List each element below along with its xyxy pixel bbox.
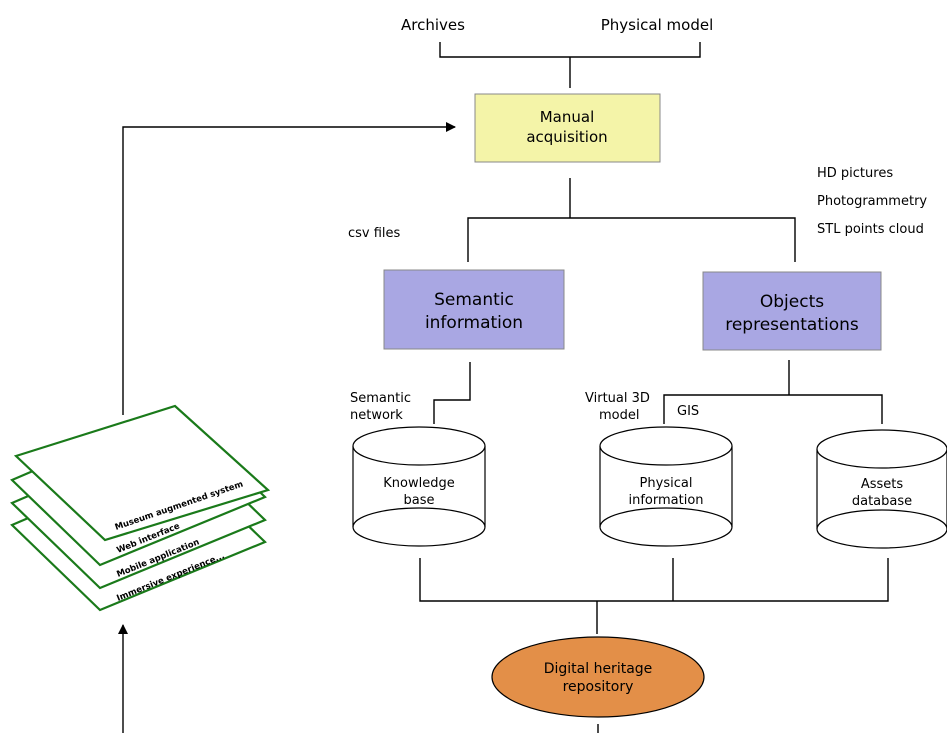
stl-points-cloud-label: STL points cloud [817, 222, 924, 237]
digital-heritage-repository-label-line1: Digital heritage [544, 661, 653, 677]
assets-database-cylinder [816, 429, 947, 549]
virtual-3d-model-label-line2: model [599, 408, 639, 423]
objects-representations-label-line2: representations [725, 315, 859, 335]
digital-heritage-repository-node [491, 636, 705, 718]
physical-model-label: Physical model [601, 16, 714, 34]
layer-museum-augmented-system [13, 404, 271, 542]
knowledge-base-label-line1: Knowledge [383, 476, 454, 491]
objects-representations-box [702, 271, 882, 351]
knowledge-base-label-line2: base [404, 493, 435, 508]
knowledge-base-cylinder [352, 426, 486, 547]
manual-acquisition-box [474, 93, 661, 163]
virtual-3d-model-label-line1: Virtual 3D [585, 391, 650, 406]
semantic-network-label-line1: Semantic [350, 391, 411, 406]
repository-merge-connector [419, 558, 889, 634]
hd-pictures-label: HD pictures [817, 166, 893, 181]
sources-connector [439, 42, 701, 88]
objects-representations-label-line1: Objects [760, 292, 824, 312]
feedback-arrow [122, 122, 456, 415]
assets-database-label-line2: database [852, 494, 912, 509]
manual-acquisition-label-line1: Manual [540, 108, 595, 126]
digital-heritage-repository-label-line2: repository [563, 679, 634, 695]
gis-label: GIS [677, 404, 699, 419]
physical-information-label-line1: Physical [640, 476, 693, 491]
application-layers-stack: Museum augmented system Web interface Mo… [10, 404, 271, 612]
semantic-network-connector [433, 362, 471, 424]
semantic-network-label-line2: network [350, 408, 403, 423]
semantic-information-label-line1: Semantic [434, 290, 514, 310]
objects-split-connector [663, 360, 883, 424]
assets-database-label-line1: Assets [861, 477, 904, 492]
manual-acquisition-label-line2: acquisition [526, 128, 607, 146]
photogrammetry-label: Photogrammetry [817, 194, 927, 209]
semantic-information-label-line2: information [425, 313, 523, 333]
physical-information-label-line2: information [628, 493, 703, 508]
csv-files-label: csv files [348, 226, 401, 241]
semantic-information-box [383, 269, 565, 350]
acquisition-split-connector [467, 178, 796, 262]
archives-label: Archives [401, 16, 465, 34]
physical-information-cylinder [599, 426, 733, 547]
